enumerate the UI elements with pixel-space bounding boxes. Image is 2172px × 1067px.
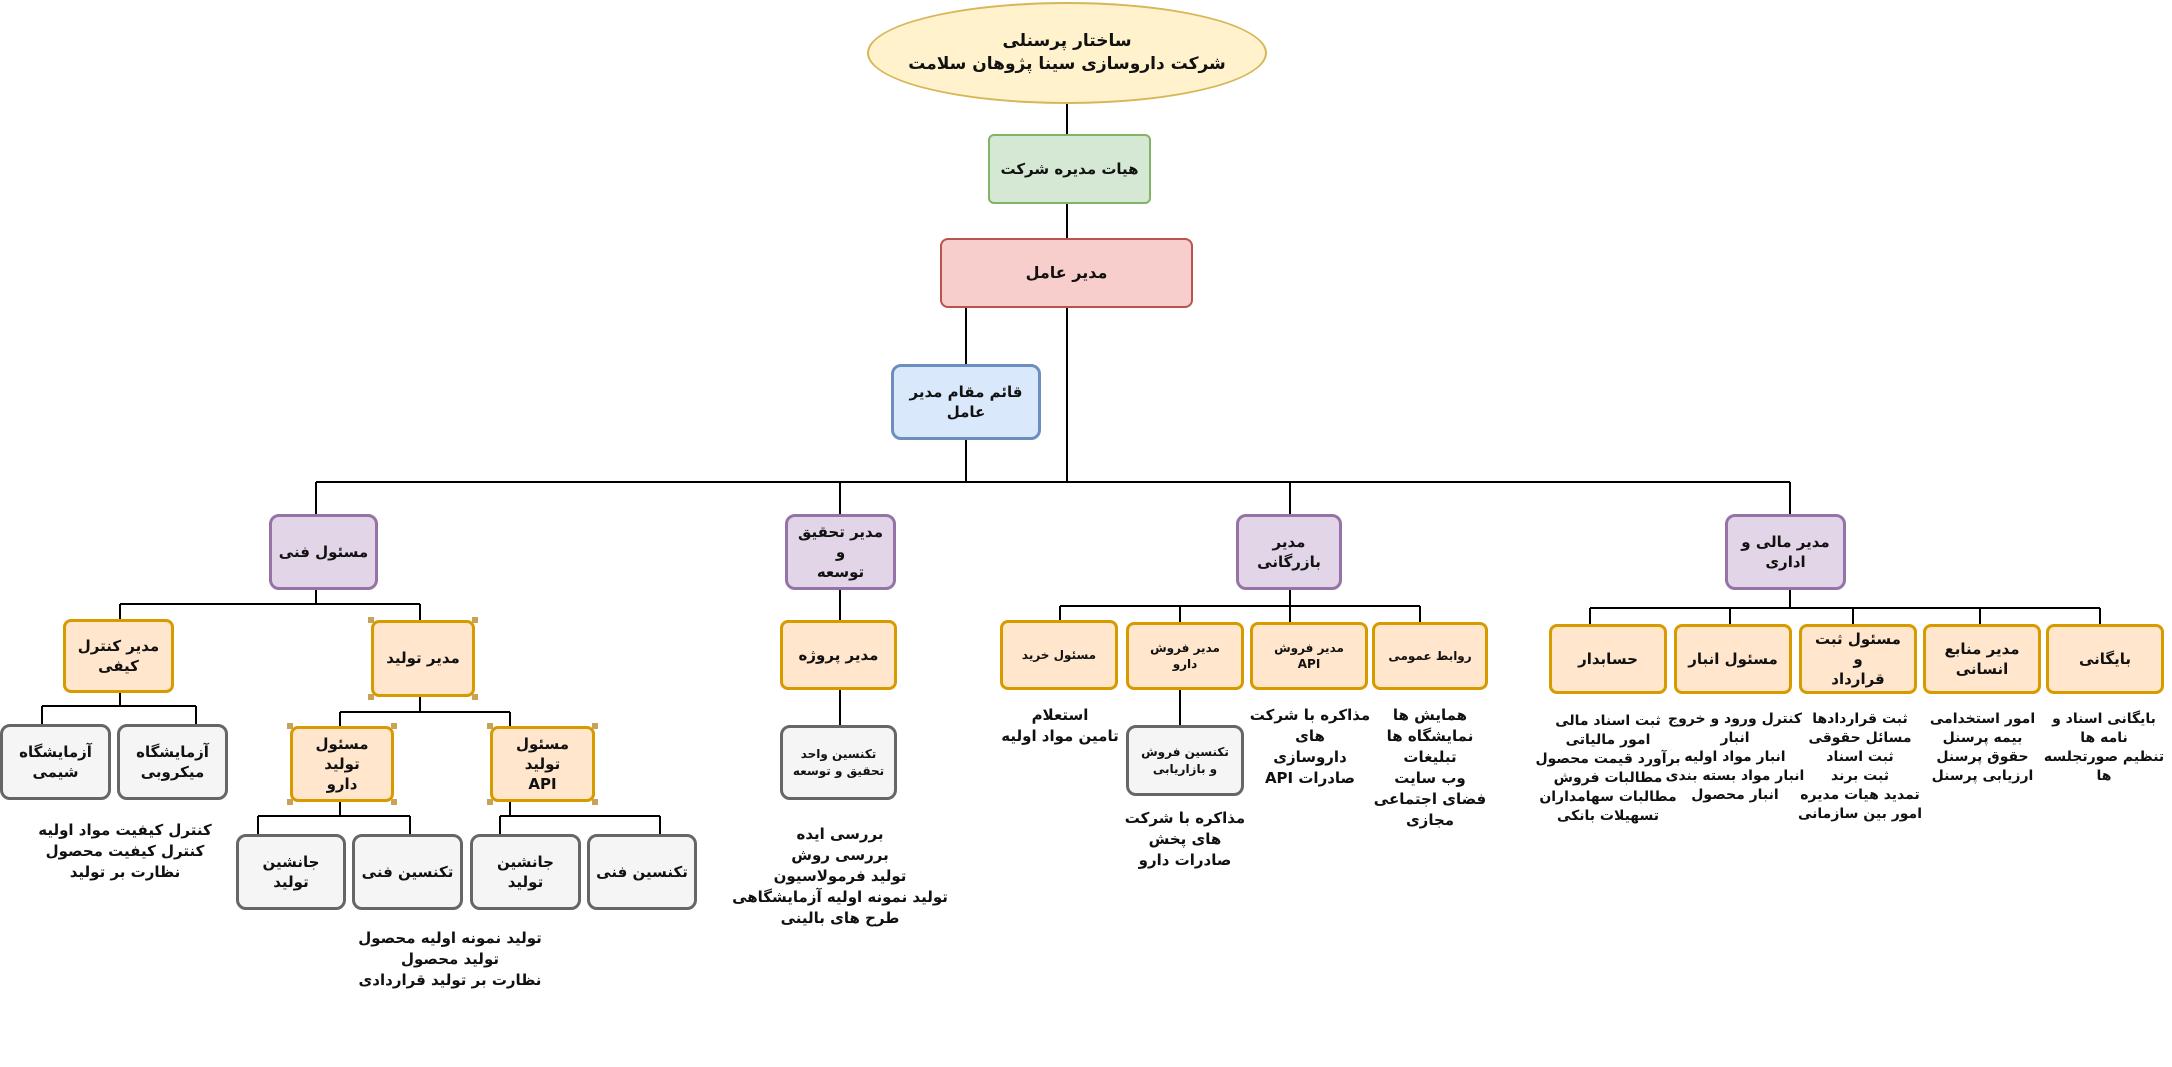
sales-technician-box: تکنسین فروش و بازاریابی (1126, 725, 1244, 796)
public-relations-duties-text: همایش ها نمایشگاه ها تبلیغات وب سایت فضا… (1373, 706, 1487, 829)
chart-title-line-2: شرکت داروسازی سینا پژوهان سلامت (908, 54, 1226, 74)
production-successor-box-2: جانشین تولید (470, 834, 581, 910)
registration-contracts-box: مسئول ثبت و قرارداد (1799, 624, 1917, 694)
hr-manager-box: مدیر منابع انسانی (1923, 624, 2041, 694)
project-manager-box: مدیر پروژه (780, 620, 897, 690)
qc-duties-text: کنترل کیفیت مواد اولیه کنترل کیفیت محصول… (38, 821, 212, 881)
drug-production-box: مسئول تولید دارو (290, 726, 394, 802)
purchasing-officer-box: مسئول خرید (1000, 620, 1118, 690)
hr-duties-text: امور استخدامی بیمه پرسنل حقوق پرسنل ارزی… (1929, 711, 2036, 784)
chemistry-lab-box: آزمایشگاه شیمی (0, 724, 111, 800)
rnd-duties-text: بررسی ایده بررسی روش تولید فرمولاسیون تو… (732, 825, 948, 927)
technician-box-1: تکنسین فنی (352, 834, 463, 910)
chart-title: ساختار پرسنلی شرکت داروسازی سینا پژوهان … (867, 2, 1267, 104)
archive-box: بایگانی (2046, 624, 2164, 694)
api-sales-manager-box: مدیر فروش API (1250, 622, 1368, 690)
rnd-head-box: مدیر تحقیق و توسعه (785, 514, 896, 590)
finance-head-box: مدیر مالی و اداری (1725, 514, 1846, 590)
archive-duties-text: بایگانی اسناد و نامه ها تنظیم صورتجلسه ه… (2043, 711, 2165, 784)
ceo-box: مدیر عامل (940, 238, 1193, 308)
api-sales-duties-text: مذاکره با شرکت های داروسازی صادرات API (1249, 706, 1371, 787)
technical-head-box: مسئول فنی (269, 514, 378, 590)
purchasing-duties-text: استعلام تامین مواد اولیه (1001, 706, 1119, 745)
commerce-head-box: مدیر بازرگانی (1236, 514, 1342, 590)
technician-box-2: تکنسین فنی (587, 834, 697, 910)
registration-duties-text: ثبت قراردادها مسائل حقوقی ثبت اسناد ثبت … (1797, 711, 1923, 822)
deputy-ceo-box: قائم مقام مدیر عامل (891, 364, 1041, 440)
accountant-duties-text: ثبت اسناد مالی امور مالیاتی برآورد قیمت … (1535, 713, 1681, 824)
microbiology-lab-box: آزمایشگاه میکروبی (117, 724, 228, 800)
qc-manager-box: مدیر کنترل کیفی (63, 619, 174, 693)
public-relations-box: روابط عمومی (1372, 622, 1488, 690)
warehouse-duties-text: کنترل ورود و خروج انبار انبار مواد اولیه… (1665, 711, 1805, 803)
sales-technician-duties-text: مذاکره با شرکت های پخش صادرات دارو (1124, 809, 1246, 869)
production-manager-box: مدیر تولید (371, 620, 475, 697)
rnd-technician-box: تکنسین واحد تحقیق و توسعه (780, 725, 897, 800)
production-successor-box-1: جانشین تولید (236, 834, 346, 910)
drug-sales-manager-box: مدیر فروش دارو (1126, 622, 1244, 690)
api-production-box: مسئول تولید API (490, 726, 595, 802)
chart-title-line-1: ساختار پرسنلی (1002, 31, 1132, 52)
warehouse-officer-box: مسئول انبار (1674, 624, 1792, 694)
accountant-box: حسابدار (1549, 624, 1667, 694)
board-of-directors-box: هیات مدیره شرکت (988, 134, 1151, 204)
production-duties-text: تولید نمونه اولیه محصول تولید محصول نظار… (358, 929, 542, 989)
